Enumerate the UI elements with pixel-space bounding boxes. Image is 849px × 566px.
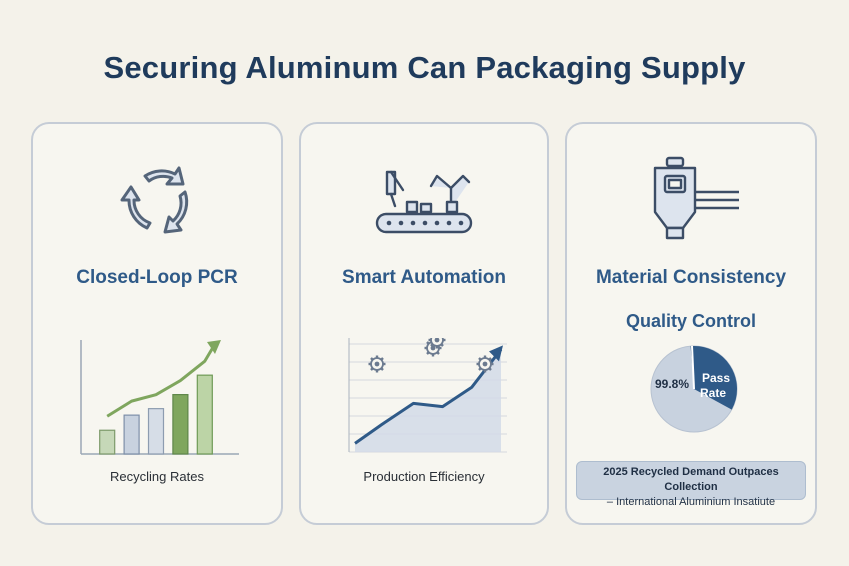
trend-arrow-line [106, 343, 217, 418]
bar [196, 374, 213, 455]
card-smart-automation: Smart Automation Production Efficiency [299, 122, 549, 525]
pie-value-label: 99.8% [655, 377, 690, 391]
chart-caption: Recycling Rates [110, 469, 204, 484]
quality-control-subtitle: Quality Control [626, 311, 756, 331]
robot-arm-conveyor-icon [375, 170, 473, 234]
recycle-icon [120, 166, 189, 234]
card-material-consistency: Material Consistency Quality Control 99.… [565, 122, 817, 525]
quote-headline: 2025 Recycled Demand Outpaces Collection [603, 466, 779, 493]
trend-arrow-head [489, 345, 503, 362]
quote-source: – International Aluminium Insatiute [606, 496, 776, 508]
quality-sensor-icon [653, 156, 739, 240]
bar [99, 429, 116, 455]
gear-hub [434, 338, 440, 343]
card-title: Closed-Loop PCR [76, 267, 238, 288]
recycling-bar-chart [80, 340, 239, 455]
trend-line [354, 348, 503, 445]
chart-caption: Production Efficiency [363, 469, 485, 484]
gear-hub [482, 361, 488, 367]
bar [123, 414, 140, 455]
source-quote-box: 2025 Recycled Demand Outpaces Collection… [576, 461, 806, 508]
efficiency-area-chart [348, 338, 507, 453]
pie-pass-label: Pass [702, 371, 731, 385]
gear-icon [368, 355, 386, 373]
trend-arrow-head [207, 340, 221, 354]
bar [172, 393, 189, 455]
gear-icon [476, 355, 494, 373]
gear-icon [428, 338, 446, 349]
pie-divider [691, 345, 695, 390]
card-closed-loop-pcr: Closed-Loop PCR Recycling Rates [31, 122, 283, 525]
card-title: Smart Automation [342, 267, 506, 288]
gear-hub [374, 361, 380, 367]
pie-slice-pass [690, 346, 737, 410]
quality-pie-chart [650, 345, 738, 433]
card-title: Material Consistency [595, 267, 787, 288]
area-fill [355, 349, 501, 452]
page-title: Securing Aluminum Can Packaging Supply [103, 50, 746, 85]
bar [147, 408, 165, 455]
pie-rate-label: Rate [700, 386, 727, 400]
